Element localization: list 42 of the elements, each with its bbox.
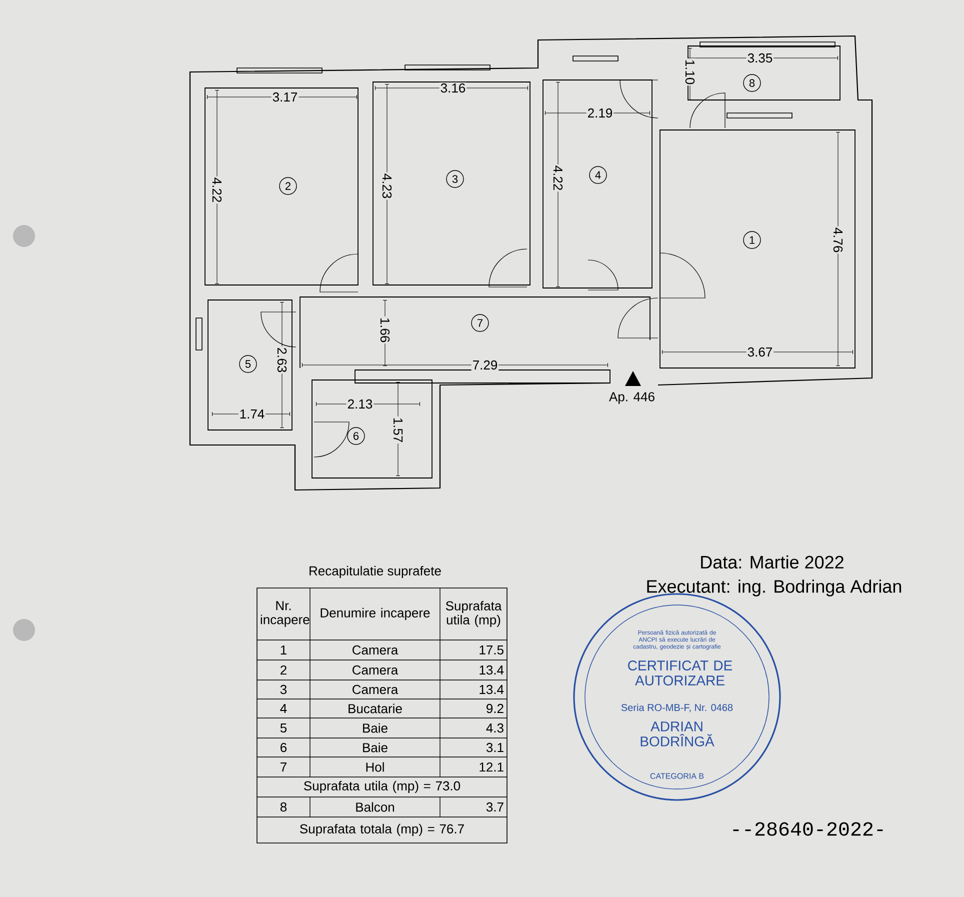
table-cell: Suprafata utila (mp): [446, 600, 502, 628]
table-cell: 4: [280, 704, 287, 713]
table-cell: Baie: [363, 723, 388, 733]
room-number: 5: [239, 355, 257, 373]
table-cell: Camera: [352, 665, 398, 675]
table-cell: Suprafata totala (mp) = 76.7: [300, 824, 464, 836]
room-number: 7: [471, 314, 489, 332]
room-number: 8: [743, 74, 761, 92]
table-cell: Suprafata utila (mp) = 73.0: [304, 780, 460, 794]
table-cell: Camera: [352, 645, 398, 655]
table-cell: 5: [280, 723, 287, 733]
table-cell: 8: [280, 802, 287, 812]
room-number: 2: [279, 177, 297, 195]
room-number: 6: [347, 427, 365, 445]
handwritten-number: --28640-2022-: [733, 822, 883, 836]
table-cell: 12.1: [480, 762, 504, 772]
table-cell: 3.7: [486, 802, 504, 812]
table-cell: 2: [280, 665, 286, 675]
dimension-text: 1.74: [238, 408, 266, 420]
table-cell: 4.3: [486, 723, 504, 733]
table-cell: Nr. incapere: [260, 601, 310, 627]
table-cell: 1: [280, 646, 286, 654]
table-cell: 3: [280, 684, 287, 694]
date-text: Data: Martie 2022: [701, 555, 844, 569]
table-cell: Denumire incapere: [320, 608, 430, 620]
table-cell: Bucatarie: [348, 704, 402, 714]
table-cell: Baie: [363, 742, 388, 752]
table-cell: Camera: [352, 684, 398, 694]
table-cell: 17.5: [480, 645, 504, 655]
table-cell: 3.1: [486, 742, 504, 752]
table-cell: 9.2: [486, 704, 504, 714]
room-number: 1: [743, 231, 761, 249]
room-number: 4: [589, 166, 607, 184]
table-title: Recapitulatie suprafete: [310, 566, 441, 578]
table-cell: 13.4: [480, 684, 504, 694]
entrance-label: Ap. 446: [608, 391, 656, 405]
table-cell: Balcon: [356, 802, 394, 812]
table-cell: 7: [280, 762, 286, 772]
table-cell: 13.4: [480, 665, 504, 675]
table-cell: Hol: [366, 762, 384, 772]
room-number: 3: [446, 170, 464, 188]
table-cell: 6: [280, 742, 287, 752]
